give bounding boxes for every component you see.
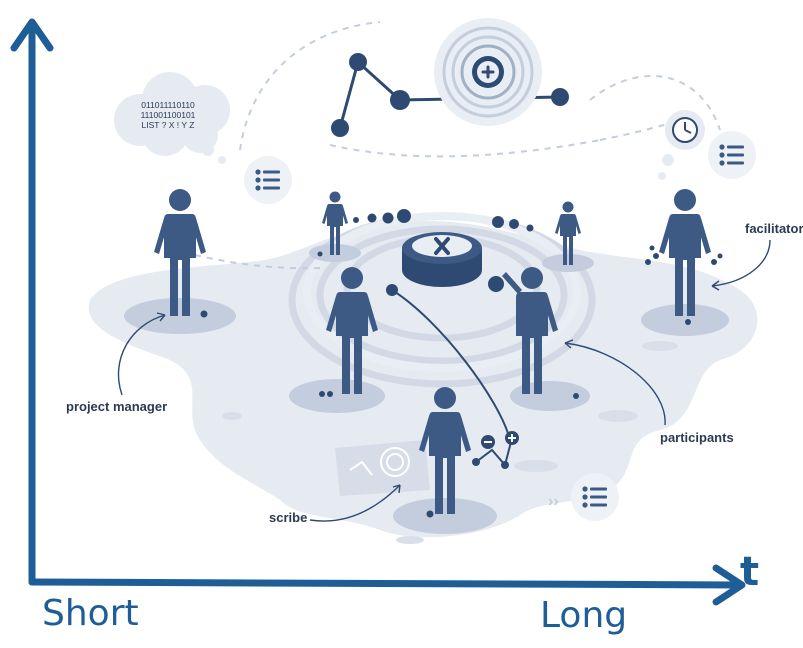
list-icon bbox=[571, 473, 619, 521]
top-network bbox=[331, 18, 569, 137]
thought-cloud: 011011110110 111001100101 LIST ? X ! Y Z bbox=[114, 72, 230, 164]
central-plus-icon bbox=[402, 232, 482, 287]
scribe-network bbox=[472, 431, 519, 469]
sketch-card bbox=[335, 440, 430, 496]
time-axis-symbol: t bbox=[740, 549, 760, 595]
list-icon bbox=[244, 156, 292, 204]
double-chevron-icon: ›› bbox=[548, 493, 559, 510]
list-icon bbox=[708, 131, 756, 179]
facilitator-bubble bbox=[658, 110, 705, 180]
cloud-line-1: 011011110110 bbox=[141, 100, 195, 110]
axis-start-label: Short bbox=[42, 593, 139, 634]
facilitator-label: facilitator bbox=[745, 221, 803, 236]
cloud-line-2: 111001100101 bbox=[141, 110, 196, 120]
time-axis bbox=[10, 18, 746, 606]
axis-end-label: Long bbox=[540, 595, 628, 636]
target-plus-icon bbox=[434, 18, 542, 126]
clock-icon bbox=[684, 122, 692, 134]
cloud-line-3: LIST ? X ! Y Z bbox=[142, 120, 195, 130]
scribe-label: scribe bbox=[269, 510, 308, 525]
participants-label: participants bbox=[660, 430, 734, 445]
project-manager-label: project manager bbox=[66, 399, 168, 414]
